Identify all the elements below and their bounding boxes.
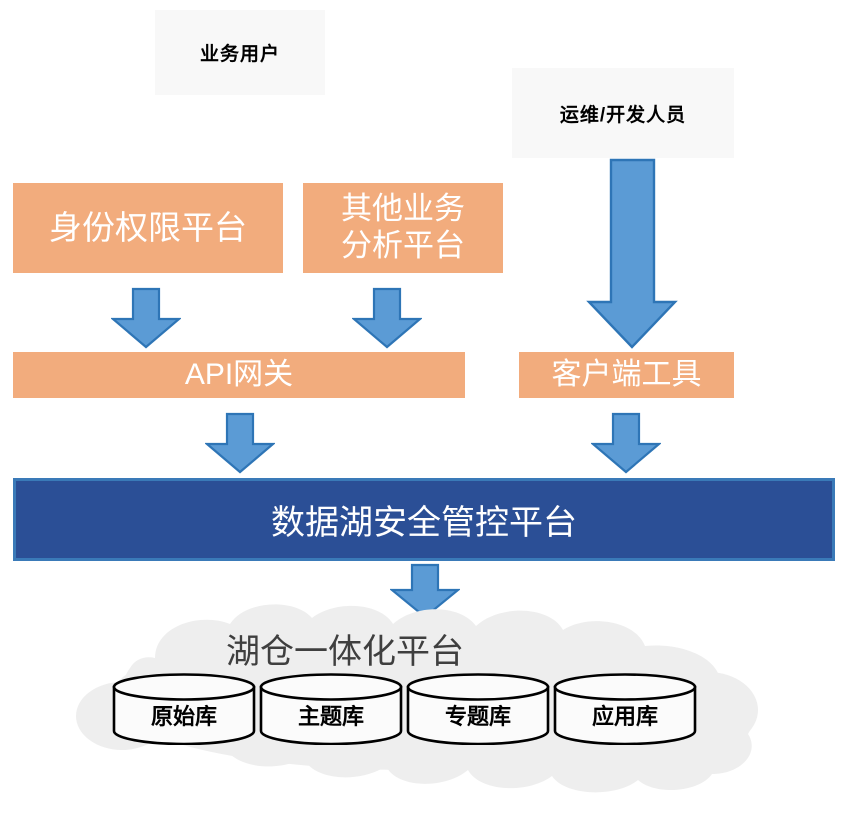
platform-box-client-tools: 客户端工具: [519, 352, 734, 398]
arrow-gateway-to-core: [205, 412, 275, 474]
store-label-application-store: 应用库: [591, 704, 658, 729]
platform-label-client-tools: 客户端工具: [551, 358, 702, 392]
store-label-raw-store: 原始库: [150, 704, 217, 729]
actor-box-business-users: 业务用户: [155, 10, 325, 95]
store-label-topic-store: 专题库: [444, 704, 511, 729]
platform-box-identity-permission-platform: 身份权限平台: [13, 183, 283, 273]
arrow-identity-to-gateway: [111, 287, 181, 349]
platform-box-api-gateway: API网关: [13, 352, 465, 398]
lakehouse-title: 湖仓一体化平台: [0, 624, 690, 673]
platform-label-api-gateway: API网关: [184, 358, 294, 392]
store-cylinder-subject-store: 主题库: [259, 673, 403, 745]
arrow-ops-to-client-tools: [586, 158, 678, 350]
lakehouse-title-text: 湖仓一体化平台: [226, 633, 464, 671]
store-cylinder-topic-store: 专题库: [406, 673, 550, 745]
store-label-subject-store: 主题库: [297, 704, 364, 729]
core-label-data-lake-security-platform: 数据湖安全管控平台: [271, 504, 577, 542]
store-cylinder-application-store: 应用库: [553, 673, 697, 745]
actor-box-ops-dev-staff: 运维/开发人员: [512, 68, 734, 158]
arrow-core-to-lakehouse: [390, 563, 460, 619]
core-bar-data-lake-security-platform: 数据湖安全管控平台: [13, 478, 835, 561]
arrow-client-tools-to-core: [591, 412, 661, 474]
actor-label-ops-dev-staff: 运维/开发人员: [559, 104, 687, 126]
platform-label-other-business-analysis-platform: 其他业务 分析平台: [341, 191, 465, 263]
platform-label-identity-permission-platform: 身份权限平台: [49, 208, 247, 246]
actor-label-business-users: 业务用户: [199, 44, 280, 65]
arrow-analysis-to-gateway: [352, 287, 422, 349]
platform-box-other-business-analysis-platform: 其他业务 分析平台: [303, 183, 503, 273]
store-cylinder-raw-store: 原始库: [112, 673, 256, 745]
